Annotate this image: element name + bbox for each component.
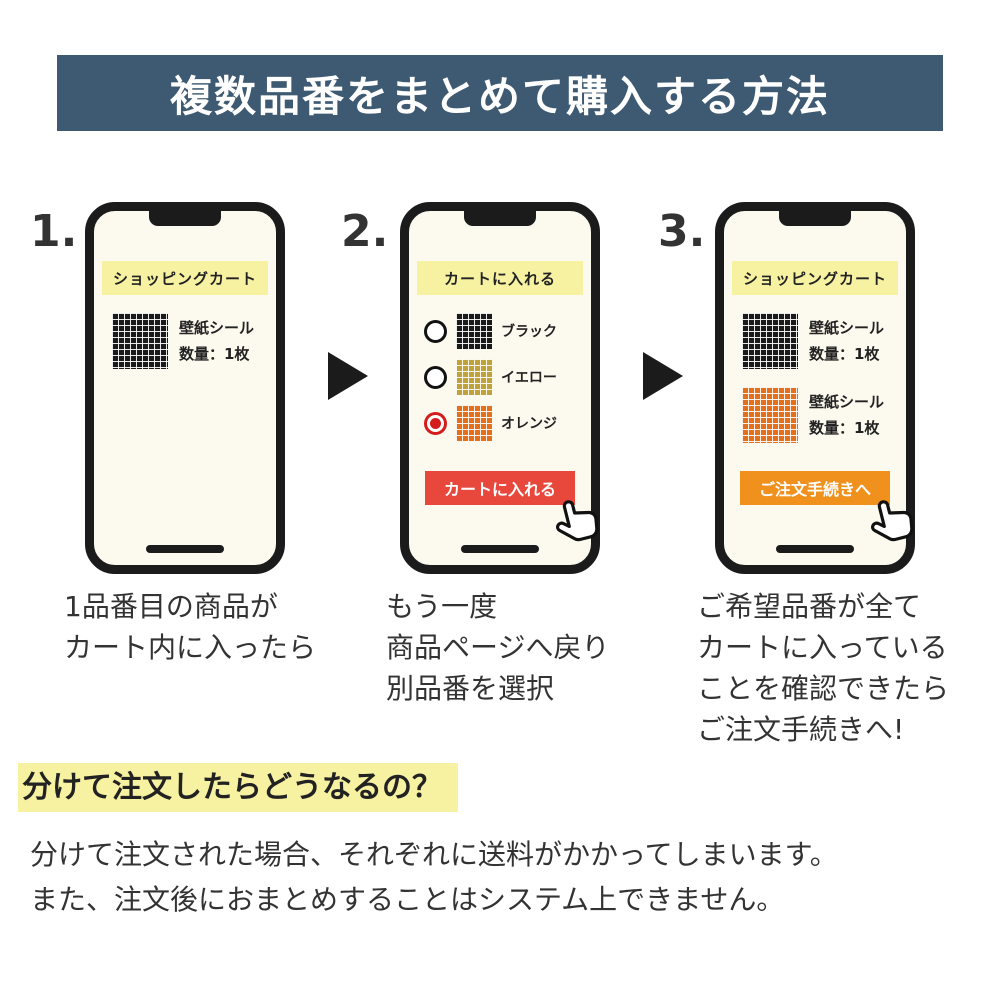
tile-swatch xyxy=(112,313,168,369)
faq-body-line: また、注文後におまとめすることはシステム上できません。 xyxy=(30,883,785,916)
caption-line: もう一度 xyxy=(386,590,498,623)
caption-line: カート内に入ったら xyxy=(64,631,317,664)
title-banner: 複数品番をまとめて購入する方法 xyxy=(57,55,943,131)
phone-notch xyxy=(464,211,536,226)
item-name: 壁紙シール xyxy=(809,392,885,411)
color-options: ブラック イエロー オレンジ xyxy=(409,313,591,441)
radio-button-selected xyxy=(424,411,447,435)
phone-step-2: カートに入れる ブラック イエロー オレンジ カートに入れる xyxy=(400,202,600,574)
cart-header: ショッピングカート xyxy=(732,261,898,295)
step-arrow-icon xyxy=(328,352,368,400)
caption-line: 1品番目の商品が xyxy=(64,590,278,623)
add-to-cart-header: カートに入れる xyxy=(417,261,583,295)
color-option-orange: オレンジ xyxy=(424,405,591,441)
add-to-cart-button: カートに入れる xyxy=(425,471,599,542)
cart-header: ショッピングカート xyxy=(102,261,268,295)
cart-item-text: 壁紙シール 数量：1枚 xyxy=(809,389,884,442)
radio-button xyxy=(424,319,447,343)
caption-line: カートに入っている xyxy=(697,631,948,664)
cart-item-text: 壁紙シール 数量：1枚 xyxy=(179,315,254,368)
cart-item: 壁紙シール 数量：1枚 xyxy=(112,313,276,369)
step-number-3: 3. xyxy=(658,206,706,257)
item-quantity: 数量：1枚 xyxy=(809,345,880,363)
tile-swatch xyxy=(456,405,492,441)
step-number-1: 1. xyxy=(30,206,78,257)
color-option-yellow: イエロー xyxy=(424,359,591,395)
tile-swatch xyxy=(456,359,492,395)
cart-item: 壁紙シール 数量：1枚 xyxy=(742,313,906,369)
radio-button xyxy=(424,365,447,389)
faq-heading: 分けて注文したらどうなるの？ xyxy=(18,762,458,812)
caption-line: ご注文手続きへ! xyxy=(697,713,905,746)
caption-line: ことを確認できたら xyxy=(697,672,950,705)
tile-swatch xyxy=(742,313,798,369)
faq-body: 分けて注文された場合、それぞれに送料がかかってしまいます。 また、注文後におまと… xyxy=(30,832,838,922)
caption-line: 別品番を選択 xyxy=(386,672,555,705)
faq-body-line: 分けて注文された場合、それぞれに送料がかかってしまいます。 xyxy=(30,838,838,871)
step-arrow-icon xyxy=(643,352,683,400)
checkout-button-label: ご注文手続きへ xyxy=(758,480,871,499)
faq-heading-text: 分けて注文したらどうなるの？ xyxy=(18,763,458,812)
cart-item: 壁紙シール 数量：1枚 xyxy=(742,387,906,443)
hand-cursor-icon xyxy=(871,500,914,542)
step-1-caption: 1品番目の商品が カート内に入ったら xyxy=(64,586,316,668)
cart-item-text: 壁紙シール 数量：1枚 xyxy=(809,315,884,368)
add-to-cart-button-label: カートに入れる xyxy=(443,480,556,499)
phone-home-bar xyxy=(146,545,224,553)
step-number-2: 2. xyxy=(341,206,389,257)
phone-step-1: ショッピングカート 壁紙シール 数量：1枚 xyxy=(85,202,285,574)
phone-home-bar xyxy=(776,545,854,553)
phone-step-3: ショッピングカート 壁紙シール 数量：1枚 壁紙シール 数量：1枚 ご注文手続き… xyxy=(715,202,915,574)
checkout-button: ご注文手続きへ xyxy=(740,471,914,542)
item-quantity: 数量：1枚 xyxy=(809,419,880,437)
caption-line: 商品ページへ戻り xyxy=(386,631,610,664)
phone-notch xyxy=(779,211,851,226)
option-label: オレンジ xyxy=(501,416,557,432)
caption-line: ご希望品番が全て xyxy=(697,590,922,623)
item-name: 壁紙シール xyxy=(179,318,255,337)
page-title: 複数品番をまとめて購入する方法 xyxy=(169,71,830,121)
option-label: イエロー xyxy=(501,370,557,386)
color-option-black: ブラック xyxy=(424,313,591,349)
item-name: 壁紙シール xyxy=(809,318,885,337)
step-3-caption: ご希望品番が全て カートに入っている ことを確認できたら ご注文手続きへ! xyxy=(697,586,949,750)
phone-home-bar xyxy=(461,545,539,553)
tile-swatch xyxy=(456,313,492,349)
item-quantity: 数量：1枚 xyxy=(179,345,250,363)
phone-notch xyxy=(149,211,221,226)
step-2-caption: もう一度 商品ページへ戻り 別品番を選択 xyxy=(386,586,609,709)
tile-swatch xyxy=(742,387,798,443)
hand-cursor-icon xyxy=(556,500,599,542)
option-label: ブラック xyxy=(501,324,557,340)
